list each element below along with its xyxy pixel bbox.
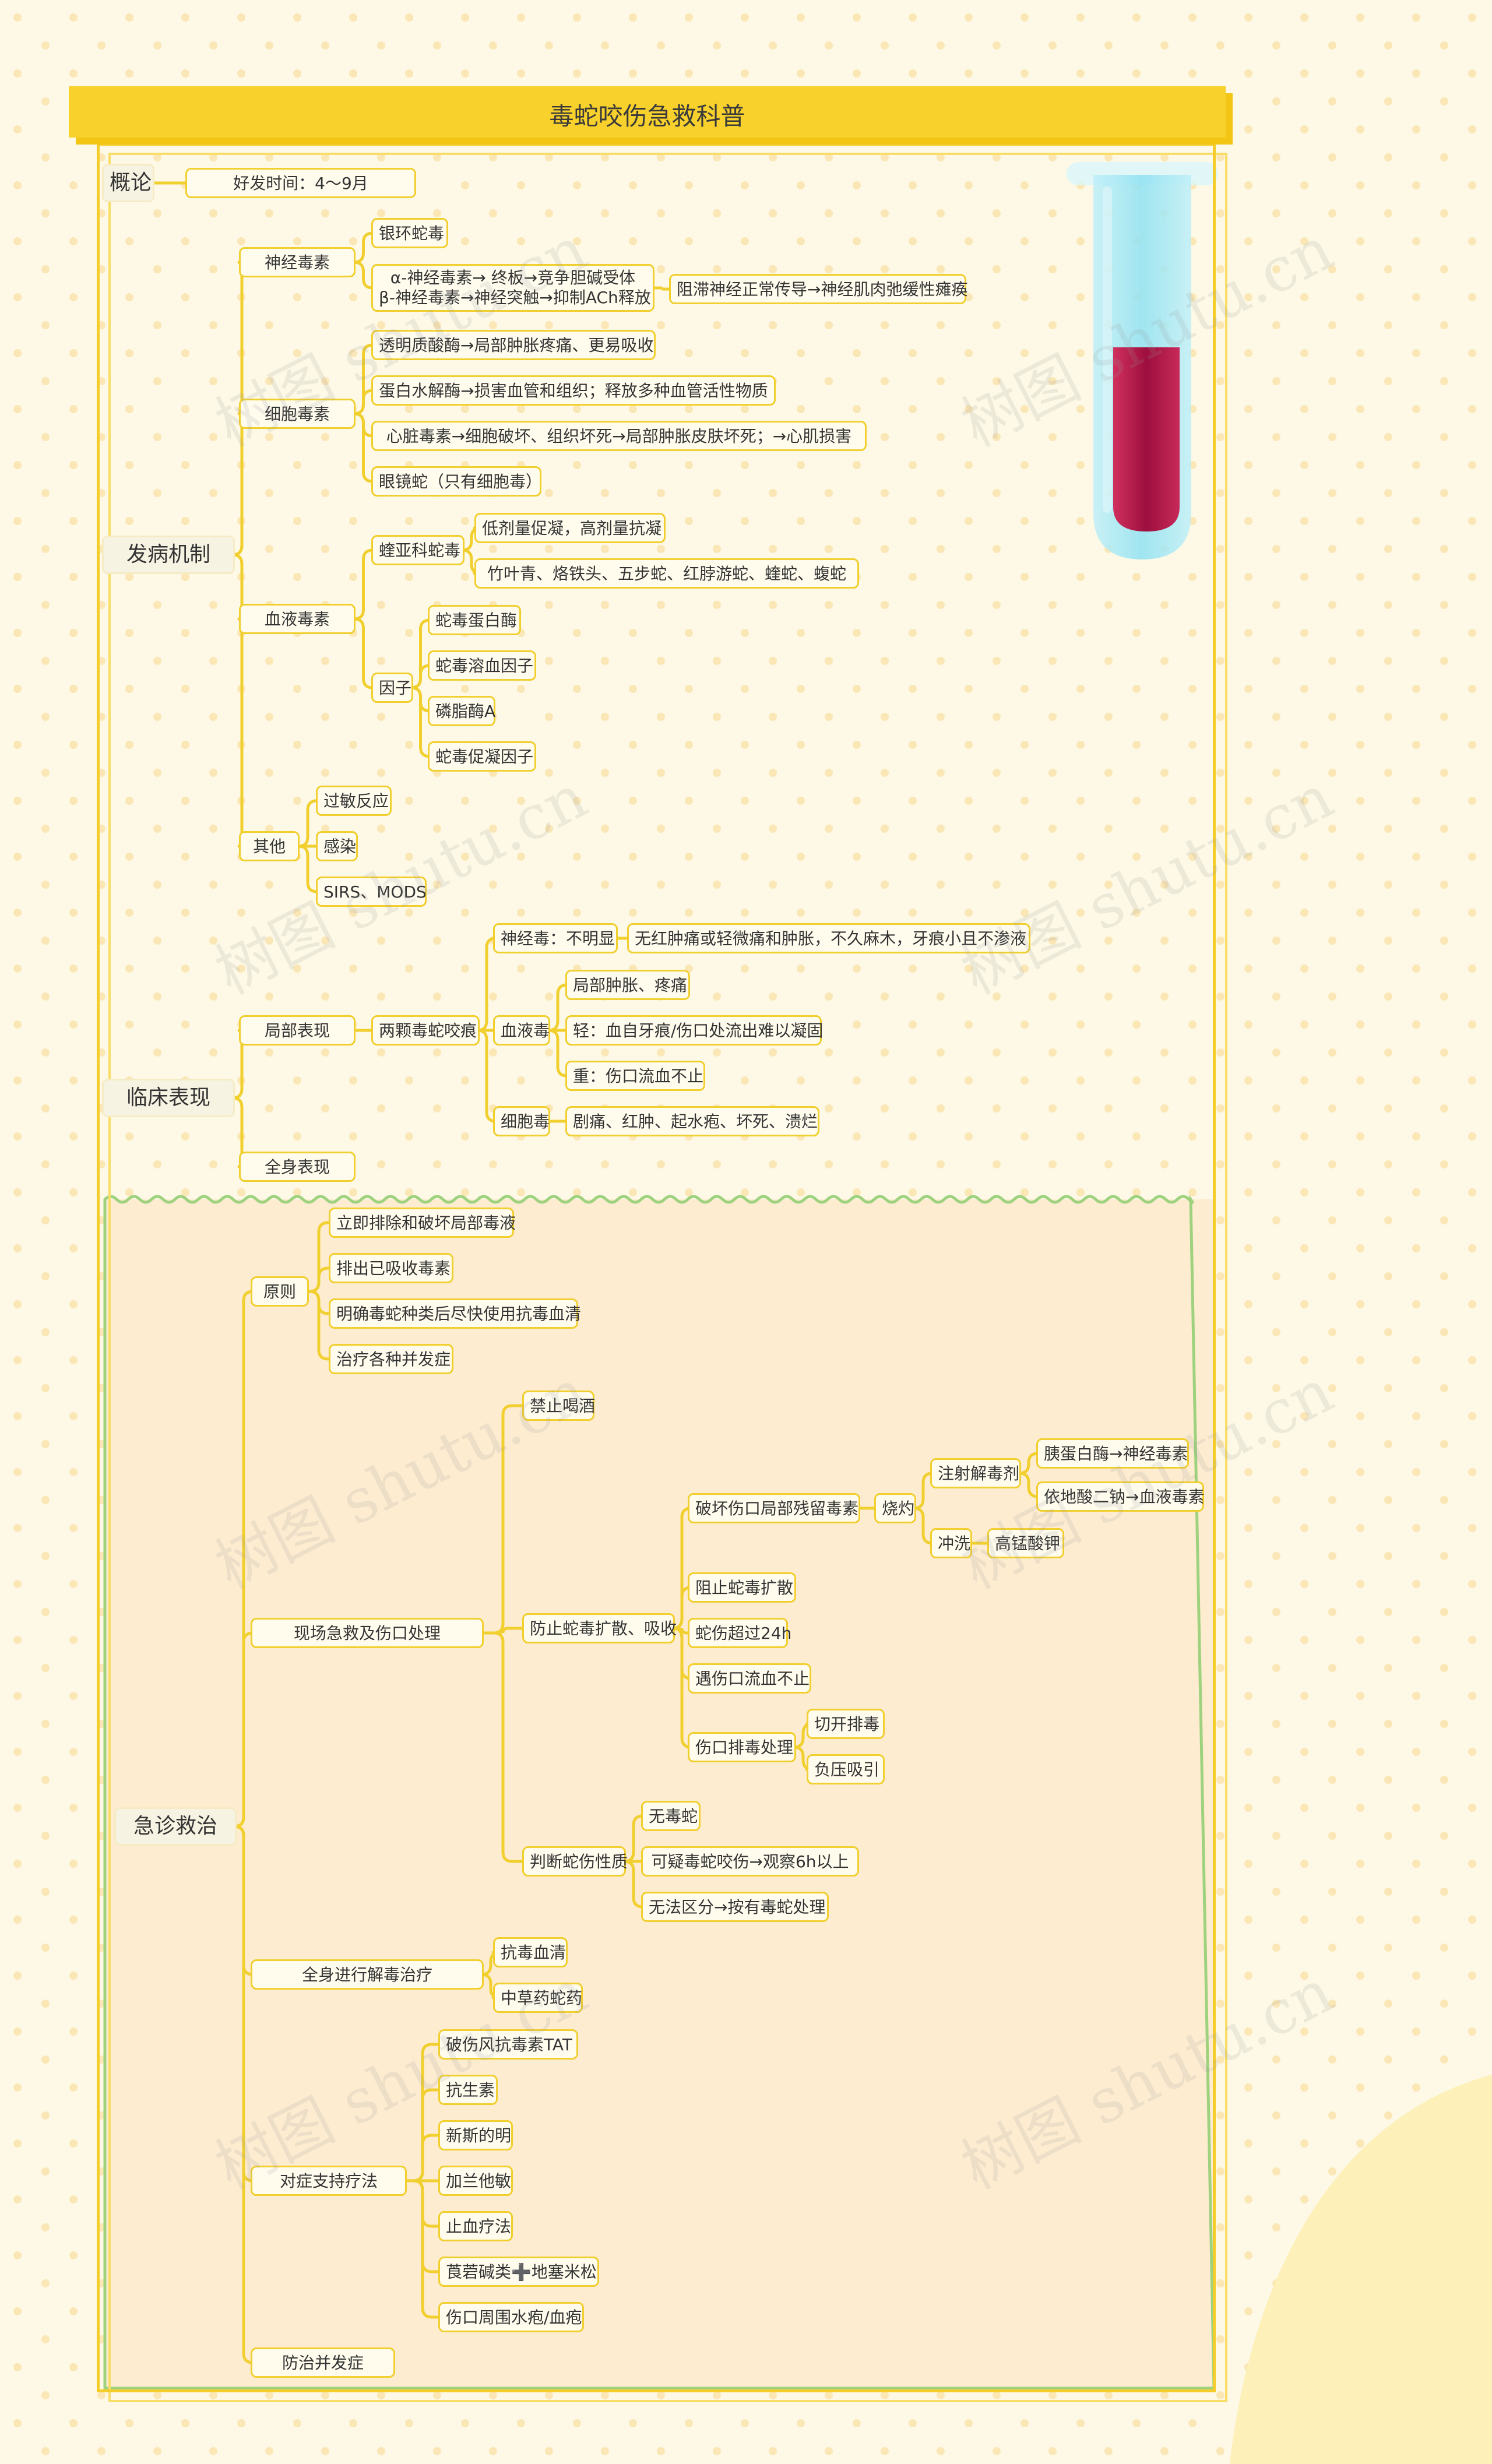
mindmap-node-clin: 临床表现 [102, 1079, 235, 1117]
mindmap-node-dr2: 负压吸引 [807, 1754, 885, 1784]
mindmap-node-p3: 明确毒蛇种类后尽快使用抗毒血清 [329, 1298, 578, 1329]
mindmap-node-cb1: 局部肿胀、疼痛 [565, 970, 690, 1000]
mindmap-node-sup4: 加兰他敏 [438, 2166, 513, 2196]
mindmap-node-factor: 因子 [371, 673, 413, 703]
page-title: 毒蛇咬伤急救科普 [69, 97, 1226, 132]
mindmap-node-bleed: 遇伤口流血不止 [688, 1663, 811, 1694]
mindmap-node-viper2: 竹叶青、烙铁头、五步蛇、红脖游蛇、蝰蛇、蝮蛇 [474, 558, 859, 589]
mindmap-node-cb2: 轻：血自牙痕/伤口处流出难以凝固 [565, 1015, 822, 1046]
mindmap-node-viper1: 低剂量促凝，高剂量抗凝 [474, 513, 666, 543]
mindmap-node-f4: 蛇毒促凝因子 [428, 741, 536, 772]
mindmap-node-intro-c: 好发时间：4～9月 [185, 168, 416, 198]
mindmap-node-nres: 阻滞神经正常传导→神经肌肉弛缓性瘫痪 [669, 274, 966, 304]
mindmap-node-drain: 伤口排毒处理 [688, 1732, 796, 1762]
mindmap-node-fang: 两颗毒蛇咬痕 [371, 1015, 480, 1046]
mindmap-node-p1: 立即排除和破坏局部毒液 [329, 1208, 514, 1238]
mindmap-node-sup7: 伤口周围水疱/血疱 [438, 2302, 584, 2332]
mindmap-node-prev: 防止蛇毒扩散、吸收 [522, 1613, 675, 1643]
mindmap-node-local: 局部表现 [239, 1015, 356, 1046]
mindmap-node-sup6: 莨菪碱类➕地塞米松 [438, 2257, 599, 2287]
outer-frame [97, 143, 1216, 2392]
mindmap-node-cb3: 重：伤口流血不止 [565, 1061, 705, 1091]
mindmap-node-judge: 判断蛇伤性质 [522, 1846, 626, 1877]
mindmap-node-blood: 血液毒素 [239, 604, 356, 634]
mindmap-node-cyto4: 眼镜蛇（只有细胞毒） [371, 466, 541, 497]
mindmap-node-intro: 概论 [102, 164, 154, 202]
mindmap-node-burn: 烧灼 [874, 1493, 916, 1523]
mindmap-node-24: 蛇伤超过24h [688, 1618, 788, 1648]
mindmap-node-mech: 发病机制 [102, 536, 235, 574]
mindmap-node-comp: 防治并发症 [251, 2347, 395, 2378]
mindmap-node-cblood: 血液毒 [493, 1015, 550, 1046]
mindmap-node-sys: 全身进行解毒治疗 [251, 1959, 484, 1990]
mindmap-node-f1: 蛇毒蛋白酶 [428, 605, 521, 635]
mindmap-node-emer: 急诊救治 [114, 1807, 237, 1846]
title-bar: 毒蛇咬伤急救科普 [69, 86, 1226, 138]
mindmap-node-o1: 过敏反应 [316, 786, 392, 816]
mindmap-node-cyto2: 蛋白水解酶→损害血管和组织；释放多种血管活性物质 [371, 375, 776, 406]
mindmap-node-destroy: 破坏伤口局部残留毒素 [688, 1493, 860, 1523]
mindmap-node-j1: 无毒蛇 [641, 1801, 701, 1831]
mindmap-node-j3: 无法区分→按有毒蛇处理 [641, 1892, 829, 1922]
mindmap-node-onsite: 现场急救及伤口处理 [251, 1618, 484, 1648]
mindmap-node-viper: 蝰亚科蛇毒 [371, 535, 465, 565]
mindmap-node-cneuro: 神经毒：不明显 [493, 923, 618, 953]
mindmap-node-silver: 银环蛇毒 [371, 218, 448, 248]
mindmap-node-other: 其他 [239, 831, 300, 861]
mindmap-node-ccyto: 细胞毒 [493, 1106, 550, 1136]
mindmap-node-csys: 全身表现 [239, 1152, 356, 1182]
mindmap-node-neuro: 神经毒素 [239, 247, 356, 277]
mindmap-node-ccyto-d: 剧痛、红肿、起水疱、坏死、溃烂 [565, 1106, 819, 1136]
mindmap-node-sup5: 止血疗法 [438, 2211, 513, 2241]
mindmap-node-stop: 阻止蛇毒扩散 [688, 1572, 796, 1603]
mindmap-node-dr1: 切开排毒 [807, 1709, 885, 1739]
mindmap-node-p2: 排出已吸收毒素 [329, 1253, 453, 1283]
mindmap-node-p4: 治疗各种并发症 [329, 1344, 453, 1374]
mindmap-node-j2: 可疑毒蛇咬伤→观察6h以上 [641, 1846, 859, 1877]
mindmap-node-cyto3: 心脏毒素→细胞破坏、组织坏死→局部肿胀皮肤坏死；→心肌损害 [371, 421, 867, 451]
mindmap-node-sup3: 新斯的明 [438, 2120, 513, 2150]
mindmap-node-f2: 蛇毒溶血因子 [428, 650, 536, 681]
mindmap-node-prin: 原则 [251, 1276, 309, 1307]
mindmap-node-inject: 注射解毒剂 [930, 1458, 1021, 1488]
mindmap-node-f3: 磷脂酶A [428, 696, 495, 726]
